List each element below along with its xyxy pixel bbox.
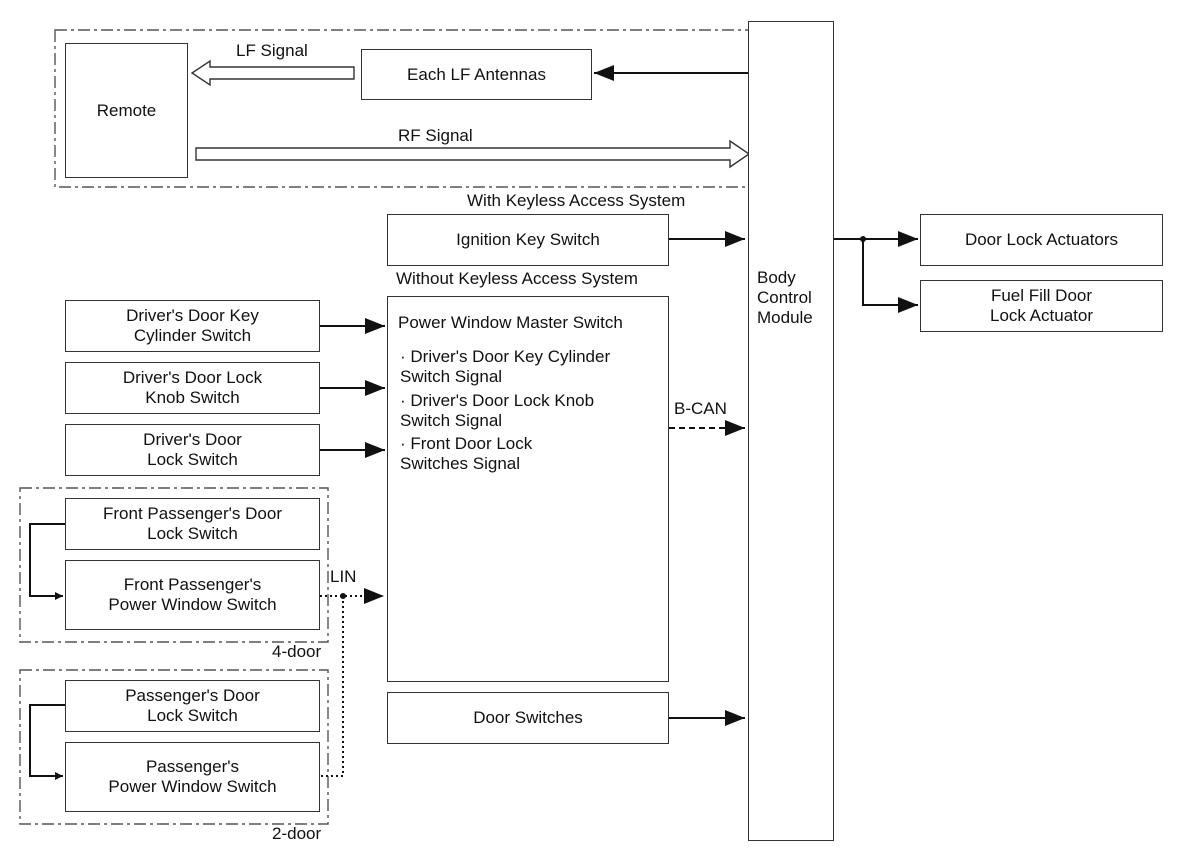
key-cylinder-switch-label: Driver's Door Key Cylinder Switch xyxy=(126,306,259,345)
pwms-item-key-cylinder: · Driver's Door Key Cylinder Switch Sign… xyxy=(400,347,611,386)
key-cylinder-switch-box: Driver's Door Key Cylinder Switch xyxy=(65,300,320,352)
power-window-master-switch-box: Power Window Master Switch · Driver's Do… xyxy=(387,296,669,682)
four-door-group-frame xyxy=(19,487,329,643)
without-keyless-caption: Without Keyless Access System xyxy=(396,269,638,288)
door-lock-actuators-label: Door Lock Actuators xyxy=(964,230,1119,249)
four-door-caption: 4-door xyxy=(272,642,322,661)
drivers-door-lock-switch-box: Driver's Door Lock Switch xyxy=(65,424,320,476)
two-door-group-frame xyxy=(19,669,329,825)
front-passenger-lock-switch-label: Front Passenger's Door Lock Switch xyxy=(103,504,282,543)
bcm-to-fuel-fill-arrow xyxy=(862,239,918,313)
passenger-window-switch-label: Passenger's Power Window Switch xyxy=(108,757,277,796)
lf-antennas-label: Each LF Antennas xyxy=(407,64,546,84)
pwms-item-lock-knob: · Driver's Door Lock Knob Switch Signal xyxy=(400,391,595,430)
drivers-door-lock-switch-label: Driver's Door Lock Switch xyxy=(143,430,242,469)
lock-knob-switch-box: Driver's Door Lock Knob Switch xyxy=(65,362,320,414)
front-passenger-window-switch-box: Front Passenger's Power Window Switch xyxy=(65,560,320,630)
rf-signal-arrow xyxy=(195,139,751,169)
lin-label: LIN xyxy=(330,567,357,586)
pwms-item-front-door-lock: · Front Door Lock Switches Signal xyxy=(400,434,533,473)
body-control-module-box: Body Control Module xyxy=(748,21,834,841)
two-door-internal-link xyxy=(29,704,65,780)
lf-signal-label: LF Signal xyxy=(236,41,308,60)
two-door-caption: 2-door xyxy=(272,824,322,843)
door-switches-box: Door Switches xyxy=(387,692,669,744)
keyless-caption: With Keyless Access System xyxy=(467,191,686,210)
lin-two-door-link xyxy=(320,596,344,777)
door-lock-actuators-box: Door Lock Actuators xyxy=(920,214,1163,266)
bcan-label: B-CAN xyxy=(674,399,727,418)
lf-antennas-box: Each LF Antennas xyxy=(361,49,592,100)
pwms-title: Power Window Master Switch xyxy=(398,313,623,332)
ignition-switch-box: Ignition Key Switch xyxy=(387,214,669,266)
ignition-switch-label: Ignition Key Switch xyxy=(456,230,600,249)
passenger-lock-switch-box: Passenger's Door Lock Switch xyxy=(65,680,320,732)
passenger-lock-switch-label: Passenger's Door Lock Switch xyxy=(125,686,260,725)
lf-signal-arrow xyxy=(190,59,355,87)
front-passenger-lock-switch-box: Front Passenger's Door Lock Switch xyxy=(65,498,320,550)
fuel-fill-actuator-box: Fuel Fill Door Lock Actuator xyxy=(920,280,1163,332)
rf-signal-label: RF Signal xyxy=(398,126,473,145)
lock-knob-switch-label: Driver's Door Lock Knob Switch xyxy=(122,368,263,407)
keyless-group-frame xyxy=(54,29,756,188)
front-passenger-window-switch-label: Front Passenger's Power Window Switch xyxy=(108,575,277,614)
four-door-internal-link xyxy=(29,523,65,600)
door-switches-label: Door Switches xyxy=(473,708,583,727)
remote-label: Remote xyxy=(96,100,157,120)
passenger-window-switch-box: Passenger's Power Window Switch xyxy=(65,742,320,812)
fuel-fill-actuator-label: Fuel Fill Door Lock Actuator xyxy=(989,286,1093,325)
remote-box: Remote xyxy=(65,43,188,178)
bcm-label: Body Control Module xyxy=(757,268,813,327)
